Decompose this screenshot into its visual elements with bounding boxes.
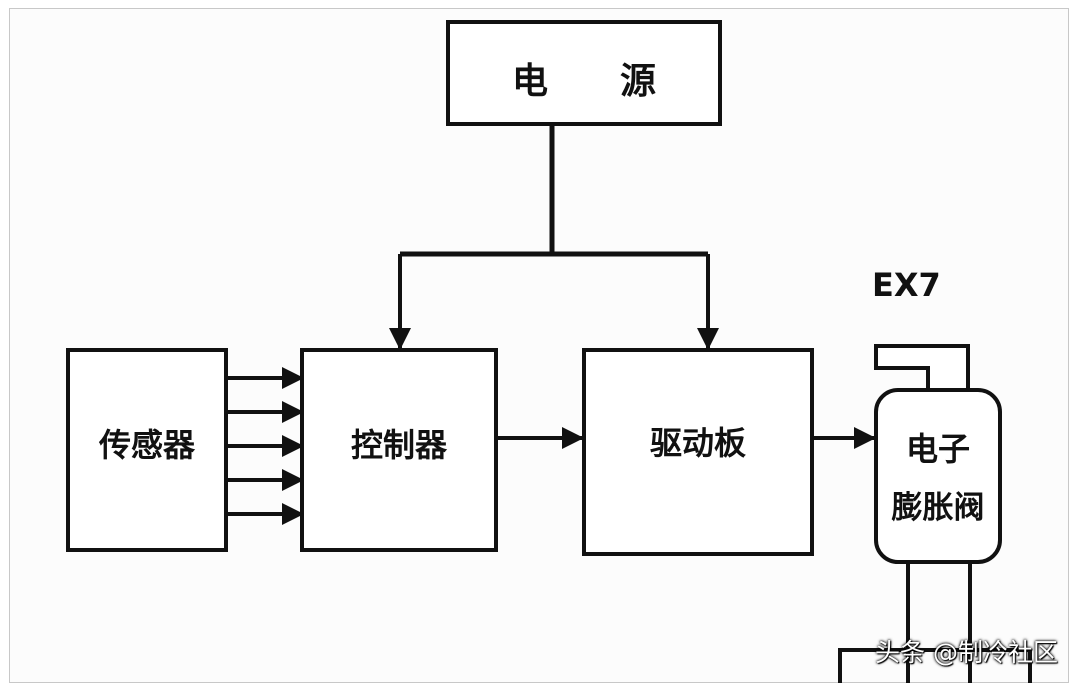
watermark: 头条 @制冷社区 <box>875 638 1058 667</box>
controller-box <box>300 348 498 552</box>
controller-label: 控制器 <box>350 426 447 464</box>
valve-label-line1: 电子 <box>905 430 970 468</box>
valve-body <box>874 388 1002 564</box>
sensor-box <box>66 348 228 552</box>
valve-label-line2: 膨胀阀 <box>891 490 985 526</box>
driver-box <box>582 348 814 556</box>
bottom-partial-box <box>838 648 1032 683</box>
power-label: 电 源 <box>511 61 656 102</box>
valve-model-label: EX7 <box>872 266 941 304</box>
sensor-label: 传感器 <box>98 426 195 464</box>
driver-label: 驱动板 <box>649 424 746 462</box>
valve-top-connector <box>874 344 970 394</box>
power-box <box>446 20 722 126</box>
